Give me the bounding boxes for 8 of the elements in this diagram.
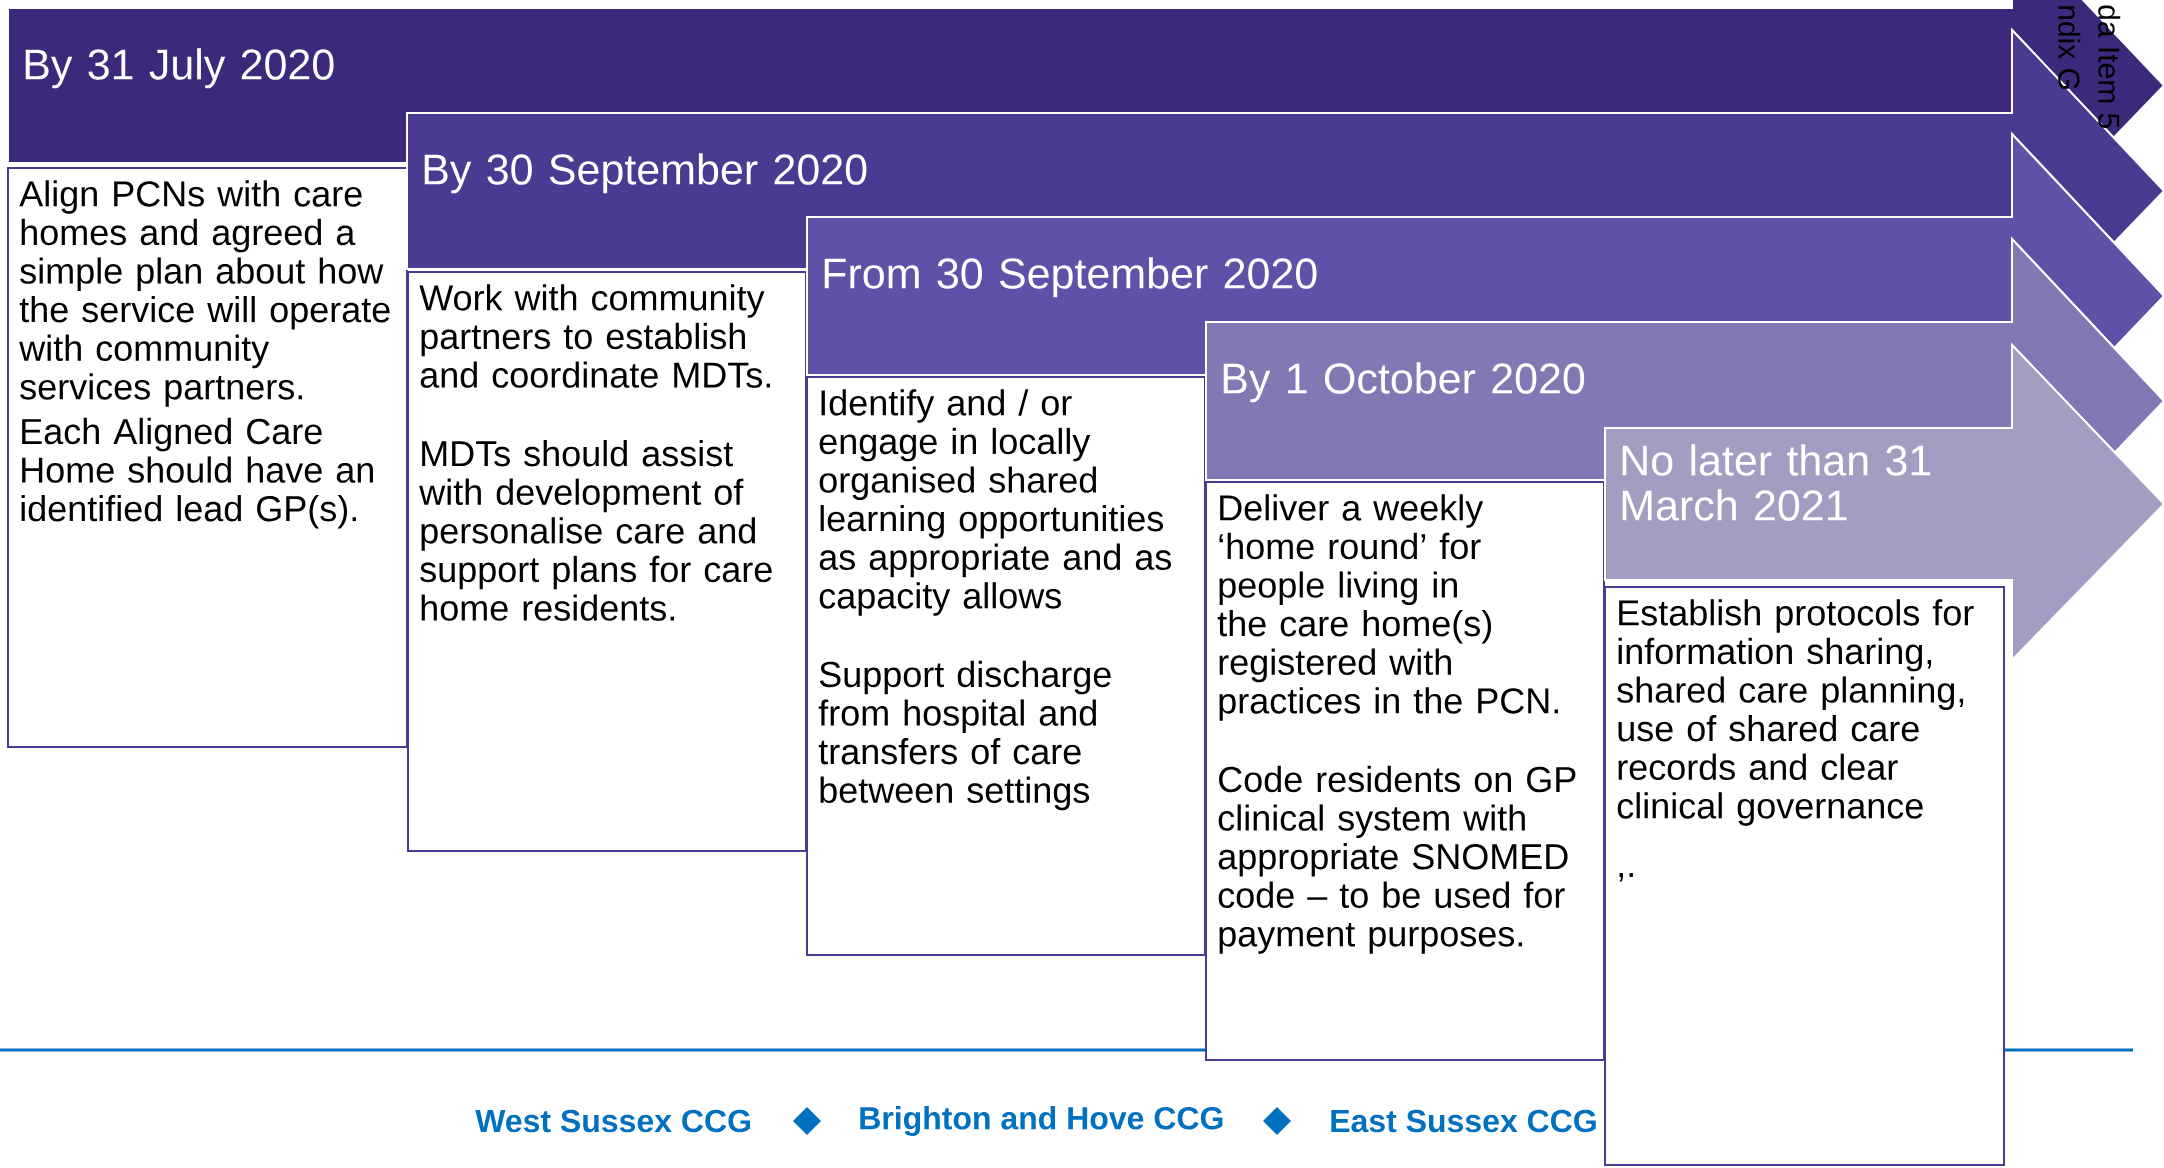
organisation-name: East Sussex CCG	[1331, 1109, 1596, 1133]
description-box: Work with community partners to establish and coordinate MDTs. MDTs should assist with development of personalise care and support plans for care home residents.	[407, 271, 807, 852]
organisation-name: West Sussex CCG	[475, 1109, 750, 1133]
description-box: Deliver a weekly ‘home round’ for people living in the care home(s) registered with practices in the PCN. Code residents on GP clinical system with appropriate SNOMED code – to be used for payment purposes.	[1205, 481, 1605, 1061]
organisation-name: Brighton and Hove CCG	[860, 1106, 1223, 1136]
description-box: Identify and / or engage in locally organised shared learning opportunities as appropriate and as capacity allows Support discharge from hospital and transfers of care between settings	[806, 376, 1206, 956]
description-box: Establish protocols for information sharing, shared care planning, use of shared care records and clear clinical governance ,.	[1604, 586, 2005, 1166]
description-box: Align PCNs with care homes and agreed a simple plan about how the service will operate with community services partners. Each Aligned Care Home should have an identified lead GP(s).	[7, 167, 408, 748]
